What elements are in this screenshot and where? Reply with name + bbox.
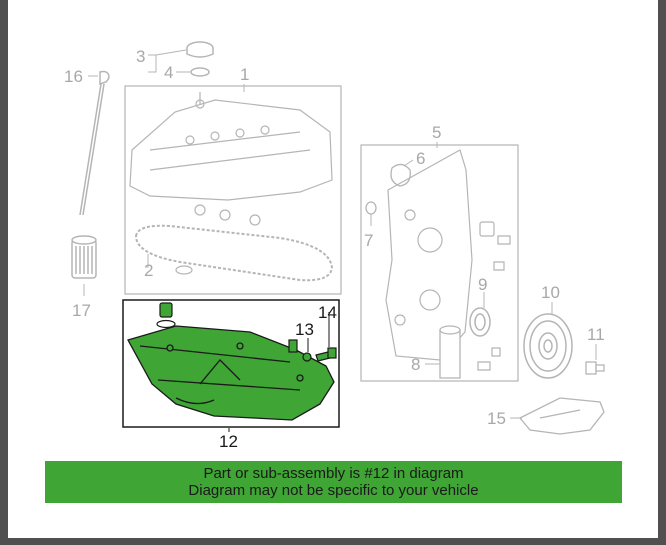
part-2-head-cover-gasket[interactable] (134, 224, 334, 282)
part-8-bracket[interactable] (439, 325, 461, 379)
callout-17: 17 (72, 301, 91, 320)
callout-9: 9 (478, 275, 487, 294)
callout-10: 10 (541, 283, 560, 302)
callout-14: 14 (318, 303, 337, 322)
callout-1: 1 (240, 65, 249, 84)
callout-16: 16 (64, 67, 83, 86)
callout-6: 6 (416, 149, 425, 168)
callout-3: 3 (136, 47, 145, 66)
callout-7: 7 (364, 231, 373, 250)
callout-12: 12 (219, 432, 238, 451)
part-10-crankshaft-pulley[interactable] (523, 313, 573, 379)
part-14-drain-bolt[interactable] (315, 347, 337, 362)
part-15-stiffener[interactable] (518, 397, 605, 435)
part-4-cap-seal[interactable] (190, 67, 210, 77)
part-11-pulley-bolt[interactable] (585, 361, 605, 375)
timing-cover-bolts (477, 221, 511, 371)
notice-line-1: Part or sub-assembly is #12 in diagram (203, 465, 464, 482)
callout-3-4-bracket (148, 49, 190, 73)
part-17-oil-filter[interactable] (71, 235, 97, 279)
callout-13: 13 (295, 320, 314, 339)
part-9-oil-seal[interactable] (469, 307, 491, 337)
part-12-highlight-box (122, 299, 340, 428)
part-7-o-ring[interactable] (365, 201, 377, 215)
part-3-oil-filler-cap[interactable] (186, 41, 214, 58)
part-13-drain-washer[interactable] (288, 339, 312, 362)
part-1-cylinder-head-cover[interactable] (124, 85, 342, 295)
fitment-notice-banner: Part or sub-assembly is #12 in diagram D… (45, 461, 622, 503)
callout-15: 15 (487, 409, 506, 428)
callout-5: 5 (432, 123, 441, 142)
part-16-dipstick[interactable] (79, 70, 110, 216)
diagram-panel (8, 0, 658, 538)
callout-4: 4 (164, 63, 173, 82)
part-12-oil-pan[interactable] (127, 325, 335, 421)
part-6-seal[interactable] (390, 163, 411, 187)
callout-8: 8 (411, 355, 420, 374)
callout-2: 2 (144, 261, 153, 280)
notice-line-2: Diagram may not be specific to your vehi… (188, 482, 479, 499)
part-12-pan-cap (156, 302, 176, 329)
callout-6-leader (403, 159, 414, 167)
callout-11: 11 (587, 325, 605, 344)
